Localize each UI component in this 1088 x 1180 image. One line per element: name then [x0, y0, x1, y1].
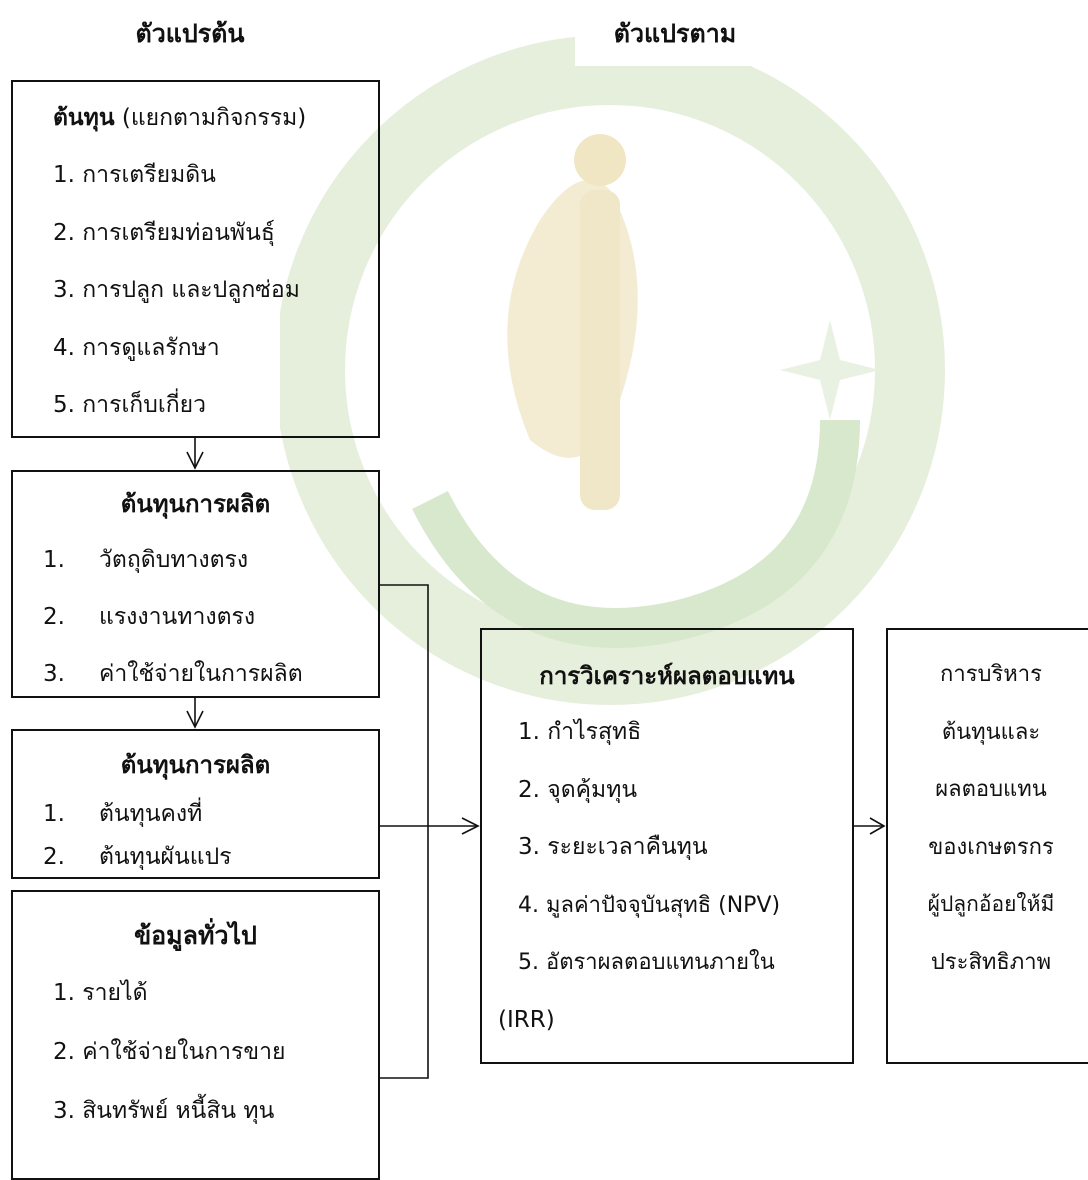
general-info-box: ข้อมูลทั่วไป 1. รายได้ 2. ค่าใช้จ่ายในกา… — [11, 890, 380, 1180]
return-analysis-item: 5. อัตราผลตอบแทนภายใน — [518, 950, 775, 975]
cost-box-item: 5. การเก็บเกี่ยว — [53, 392, 207, 418]
return-analysis-item: 3. ระยะเวลาคืนทุน — [518, 834, 708, 860]
cost-by-activity-box: ต้นทุน (แยกตามกิจกรรม) 1. การเตรียมดิน 2… — [11, 80, 380, 438]
cost-box-item: 1. การเตรียมดิน — [53, 162, 216, 188]
cost-box-item: 3. การปลูก และปลูกซ่อม — [53, 277, 300, 303]
production-cost-item: 3.ค่าใช้จ่ายในการผลิต — [43, 661, 303, 687]
production-cost-item: 2.แรงงานทางตรง — [43, 604, 256, 630]
return-analysis-item: 4. มูลค่าปัจจุบันสุทธิ (NPV) — [518, 892, 781, 918]
production-cost-type-item: 1.ต้นทุนคงที่ — [43, 801, 203, 827]
management-line: ประสิทธิภาพ — [930, 949, 1052, 975]
return-analysis-item: 1. กำไรสุทธิ — [518, 719, 642, 745]
general-info-title: ข้อมูลทั่วไป — [134, 921, 257, 950]
return-analysis-box: การวิเคราะห์ผลตอบแทน 1. กำไรสุทธิ 2. จุด… — [480, 628, 854, 1064]
arrowhead-down-1 — [186, 451, 204, 470]
production-cost-box-1: ต้นทุนการผลิต 1.วัตถุดิบทางตรง 2.แรงงานท… — [11, 470, 380, 698]
cost-management-box: การบริหาร ต้นทุนและ ผลตอบแทน ของเกษตรกร … — [886, 628, 1088, 1064]
cost-box-title-rest: (แยกตามกิจกรรม) — [114, 105, 307, 131]
management-line: ผลตอบแทน — [935, 777, 1047, 802]
management-line: ผู้ปลูกอ้อยให้มี — [927, 892, 1055, 916]
production-cost-type-item: 2.ต้นทุนผันแปร — [43, 844, 232, 870]
general-info-item: 2. ค่าใช้จ่ายในการขาย — [53, 1039, 286, 1065]
dependent-variable-header: ตัวแปรตาม — [575, 2, 775, 66]
management-line: ของเกษตรกร — [928, 834, 1054, 860]
university-seal-watermark — [280, 35, 945, 705]
cost-box-item: 2. การเตรียมท่อนพันธุ์ — [53, 219, 275, 246]
bracket-connector — [380, 584, 429, 1079]
return-analysis-item: 2. จุดคุ้มทุน — [518, 776, 638, 803]
arrowhead-down-2 — [186, 710, 204, 729]
cost-box-item: 4. การดูแลรักษา — [53, 334, 220, 361]
production-cost-title-2: ต้นทุนการผลิต — [120, 751, 271, 779]
management-line: การบริหาร — [940, 662, 1042, 687]
production-cost-title-1: ต้นทุนการผลิต — [120, 490, 271, 518]
production-cost-item: 1.วัตถุดิบทางตรง — [43, 547, 249, 573]
arrowhead-to-analysis — [461, 817, 480, 835]
general-info-item: 1. รายได้ — [53, 980, 148, 1006]
cost-box-title-bold: ต้นทุน — [53, 105, 115, 131]
return-analysis-title: การวิเคราะห์ผลตอบแทน — [539, 662, 795, 690]
return-analysis-continuation: (IRR) — [498, 1006, 555, 1033]
independent-variable-header: ตัวแปรต้น — [85, 2, 295, 66]
production-cost-box-2: ต้นทุนการผลิต 1.ต้นทุนคงที่ 2.ต้นทุนผันแ… — [11, 729, 380, 879]
arrowhead-to-management — [869, 817, 886, 835]
cost-box-title: ต้นทุน (แยกตามกิจกรรม) — [13, 82, 378, 147]
management-line: ต้นทุนและ — [941, 719, 1041, 745]
general-info-item: 3. สินทรัพย์ หนี้สิน ทุน — [53, 1098, 275, 1124]
